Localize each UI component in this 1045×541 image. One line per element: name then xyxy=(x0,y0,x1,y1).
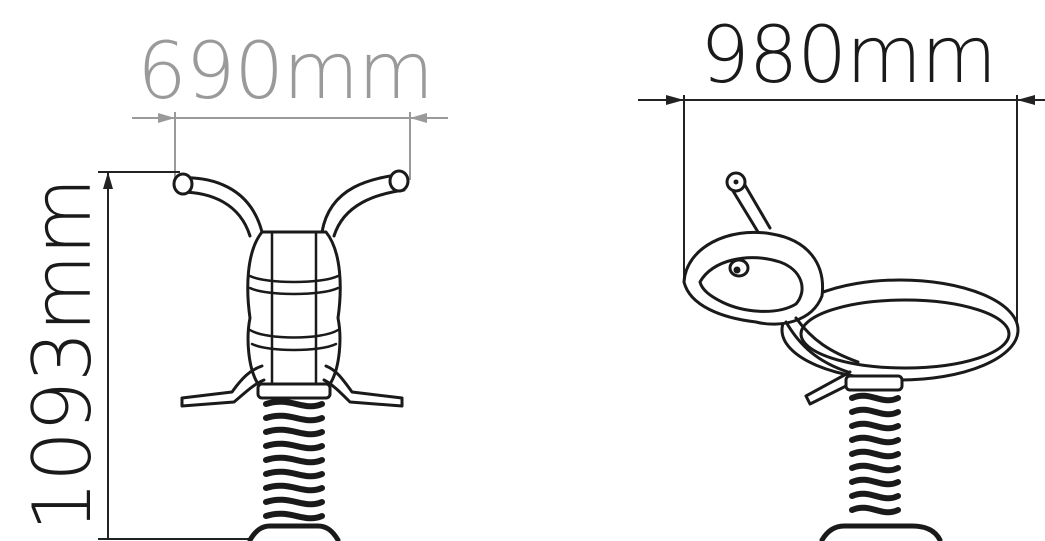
side-spring-base xyxy=(819,523,943,541)
front-body-band-upper xyxy=(248,274,340,296)
front-spring-top-plate xyxy=(256,382,332,400)
front-height-label: 1093mm xyxy=(16,178,109,531)
front-width-label: 690mm xyxy=(137,27,433,117)
front-height-dimension: 1093mm xyxy=(16,171,250,540)
front-footrests xyxy=(180,364,404,408)
side-length-arrow-right xyxy=(1017,95,1035,105)
front-width-arrow-left xyxy=(158,113,175,123)
side-antenna-stem xyxy=(728,178,772,234)
front-height-arrow-top xyxy=(103,172,113,189)
side-spring xyxy=(819,374,943,541)
side-length-dimension: 980mm xyxy=(638,11,1045,334)
side-antenna xyxy=(725,171,772,234)
front-body-seat xyxy=(270,230,318,384)
front-spring-base xyxy=(247,523,341,541)
side-spring-top-plate xyxy=(844,374,904,392)
side-head xyxy=(682,230,825,326)
front-spring-coils xyxy=(263,398,325,522)
side-head-face xyxy=(698,256,804,313)
front-left-handle-grip xyxy=(172,172,194,196)
side-length-label: 980mm xyxy=(700,11,996,101)
front-handles xyxy=(172,169,410,238)
side-eye-pupil xyxy=(733,266,741,274)
front-view: 690mm 1093mm xyxy=(16,27,448,541)
side-belly-curve xyxy=(784,316,860,374)
side-spring-coils xyxy=(849,392,901,516)
front-body-outline xyxy=(246,230,342,386)
side-belly xyxy=(784,316,860,374)
side-view: 980mm xyxy=(638,11,1045,541)
side-antenna-ball-dot xyxy=(733,179,739,185)
front-width-arrow-right xyxy=(410,113,427,123)
front-right-handle-grip xyxy=(388,169,410,193)
front-right-footrest xyxy=(322,364,404,408)
side-body-seat xyxy=(799,298,1011,370)
front-width-dimension: 690mm xyxy=(132,27,448,180)
front-spring xyxy=(247,382,341,541)
front-body xyxy=(246,230,342,386)
side-length-arrow-left xyxy=(666,95,684,105)
front-body-band-lower xyxy=(248,328,340,352)
front-left-footrest xyxy=(180,364,266,408)
